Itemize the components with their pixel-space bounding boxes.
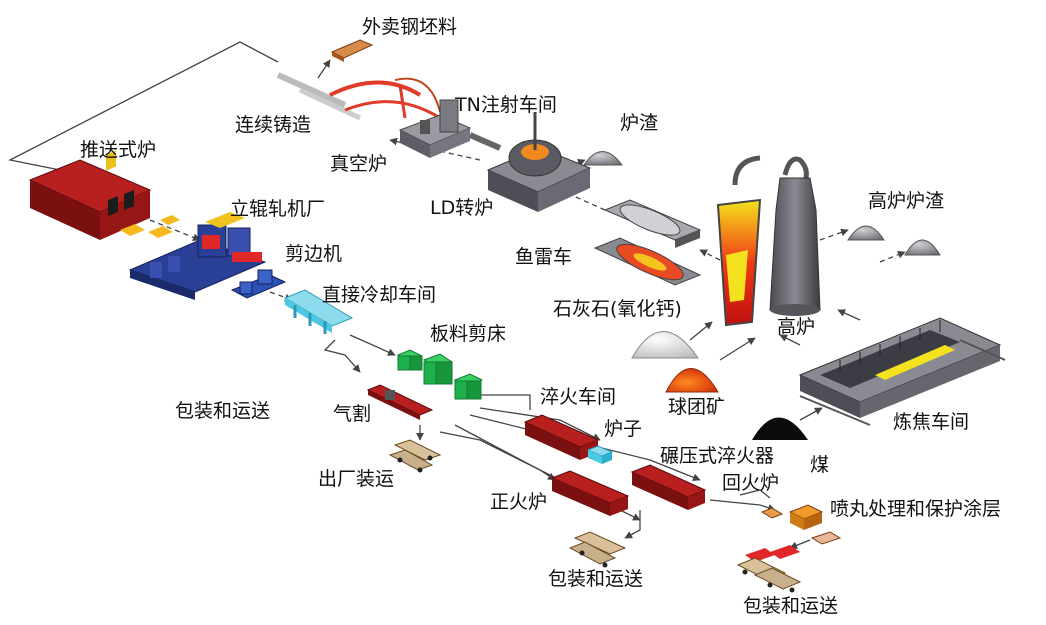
flow-casting-to-pusher — [8, 41, 279, 176]
packing-trucks-2 — [568, 531, 627, 568]
label-external-billet: 外卖钢坯料 — [362, 16, 458, 38]
tempering-furnace — [630, 464, 707, 510]
external-billet-stack — [330, 39, 374, 62]
coking-plant — [798, 317, 1006, 426]
vertical-rolling-mill — [128, 212, 267, 300]
label-roller-quencher: 碾压式淬火器 — [660, 445, 775, 467]
label-pusher-furnace: 推送式炉 — [80, 139, 157, 161]
flow-bf-slag-2 — [879, 250, 906, 263]
label-plate-shear: 板料剪床 — [430, 323, 507, 345]
pusher-furnace — [28, 150, 180, 240]
packing-trucks-3 — [736, 545, 802, 593]
flow-bf-to-torpedo — [699, 249, 721, 261]
normalizing-furnace — [550, 470, 630, 516]
shot-blast-unit — [760, 504, 842, 545]
small-furnace — [586, 445, 614, 464]
direct-cooling-shop — [283, 289, 354, 334]
plate-shear — [396, 349, 484, 400]
label-torpedo-car: 鱼雷车 — [515, 246, 573, 268]
flow-shotblast-to-pack — [789, 539, 811, 550]
continuous-caster — [276, 72, 441, 121]
flow-coal-to-coke — [799, 407, 823, 421]
flow-coke-to-bf — [779, 334, 801, 346]
flow-temper-to-shotblast — [709, 499, 776, 512]
quench-shop — [523, 414, 600, 460]
label-tempering-furnace: 回火炉 — [722, 472, 780, 494]
label-normalizing-furnace: 正火炉 — [490, 491, 548, 513]
label-coal: 煤 — [810, 454, 830, 476]
label-trimmer: 剪边机 — [285, 243, 343, 265]
trimmer — [230, 269, 287, 299]
flow-shear-to-quench — [480, 394, 531, 410]
flow-bf-slag — [819, 228, 849, 241]
label-pack-ship-1: 包装和运送 — [175, 400, 271, 422]
label-continuous-casting: 连续铸造 — [235, 114, 312, 136]
label-pellet-ore: 球团矿 — [668, 396, 726, 418]
label-direct-cooling: 直接冷却车间 — [322, 284, 437, 306]
label-small-furnace: 炉子 — [604, 418, 643, 440]
pellet-ore-dome — [665, 368, 719, 393]
label-coking-plant: 炼焦车间 — [893, 411, 970, 433]
slag-dome — [583, 151, 623, 166]
label-ld-converter: LD转炉 — [430, 197, 494, 219]
flow-coke-to-bf-2 — [837, 309, 861, 321]
label-blast-furnace: 高炉 — [777, 316, 816, 338]
ladle — [716, 155, 762, 327]
label-limestone: 石灰石(氧化钙) — [553, 298, 682, 320]
label-shot-blast: 喷丸处理和保护涂层 — [830, 498, 1002, 520]
label-vacuum-furnace: 真空炉 — [330, 153, 388, 175]
label-bf-slag: 高炉炉渣 — [868, 190, 945, 212]
flow-limestone-to-bf — [689, 321, 713, 341]
ld-converter — [486, 112, 592, 212]
flow-lines — [8, 41, 906, 550]
label-quench-shop: 淬火车间 — [540, 386, 617, 408]
bf-slag-dome-2 — [904, 239, 941, 256]
label-vertical-rolling-mill: 立辊轧机厂 — [230, 198, 326, 220]
blast-furnace — [769, 156, 821, 316]
coal-dome — [752, 417, 808, 440]
label-pack-ship-2: 包装和运送 — [548, 568, 644, 590]
label-factory-shipping: 出厂装运 — [318, 468, 395, 490]
bf-slag-dome-1 — [847, 225, 885, 241]
flow-normalize-to-pack — [624, 510, 641, 539]
label-tn-injection: TN注射车间 — [455, 94, 557, 116]
label-pack-ship-3: 包装和运送 — [743, 595, 839, 617]
torpedo-car-lower — [593, 237, 702, 286]
flow-pellet-to-bf — [719, 337, 756, 361]
label-slag: 炉渣 — [620, 112, 659, 134]
flow-to-external-billet — [317, 59, 331, 79]
limestone-dome — [631, 331, 699, 359]
vacuum-furnace — [398, 99, 502, 158]
flow-cooling-to-shear — [349, 334, 396, 356]
gas-cutter — [366, 384, 434, 420]
factory-shipping-trucks — [388, 439, 442, 473]
label-gas-cut: 气割 — [333, 403, 372, 425]
torpedo-car-upper — [603, 199, 702, 248]
flow-cooling-to-gascut — [323, 339, 361, 373]
